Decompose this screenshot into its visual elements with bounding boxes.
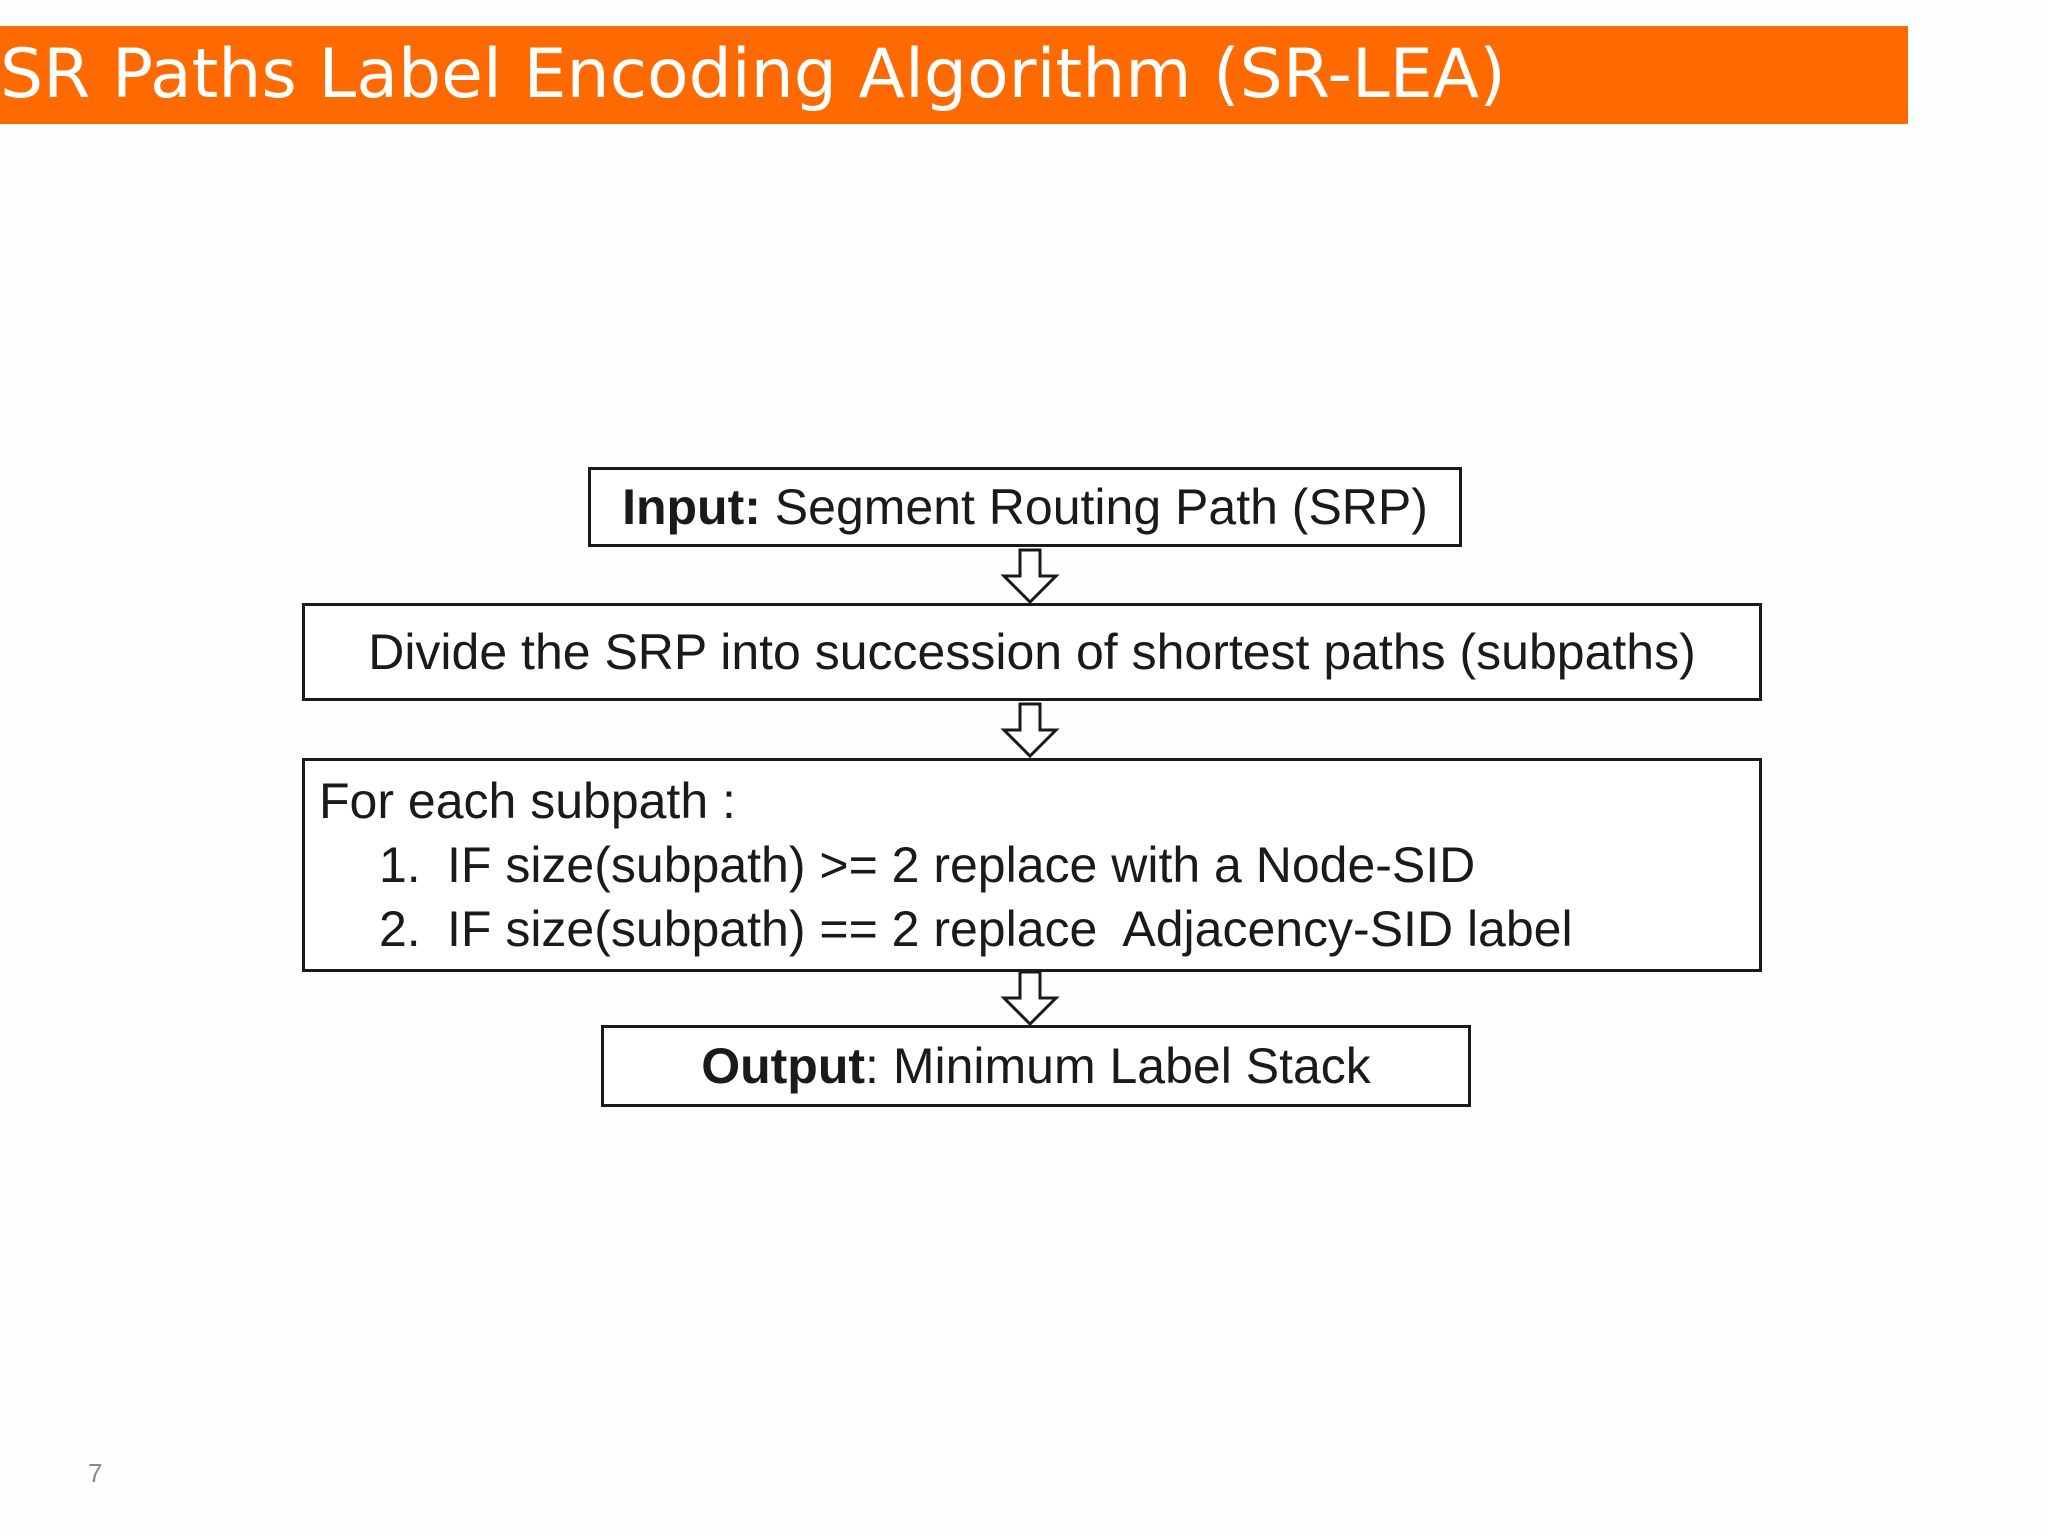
step-item: 1. IF size(subpath) >= 2 replace with a N… [319, 833, 1759, 897]
input-label: Input: [622, 479, 761, 535]
down-arrow-icon [1000, 970, 1060, 1026]
divide-text: Divide the SRP into succession of shorte… [368, 624, 1696, 680]
divide-box: Divide the SRP into succession of shorte… [302, 603, 1762, 701]
output-label: Output [701, 1038, 866, 1094]
down-arrow-icon [1000, 548, 1060, 604]
input-text: Segment Routing Path (SRP) [760, 479, 1428, 535]
for-each-box: For each subpath : 1. IF size(subpath) >=… [302, 758, 1762, 972]
output-box: Output: Minimum Label Stack [601, 1025, 1471, 1107]
step-number: 2. [379, 901, 421, 957]
step-text: IF size(subpath) == 2 replace Adjacency-… [447, 901, 1573, 957]
page-number: 7 [88, 1458, 103, 1488]
title-bar: SR Paths Label Encoding Algorithm (SR-LE… [0, 26, 1908, 124]
output-text: : Minimum Label Stack [865, 1038, 1371, 1094]
input-box: Input: Segment Routing Path (SRP) [588, 467, 1462, 547]
step-number: 1. [379, 837, 421, 893]
down-arrow-icon [1000, 702, 1060, 758]
slide-title: SR Paths Label Encoding Algorithm (SR-LE… [0, 35, 1506, 114]
step-text: IF size(subpath) >= 2 replace with a Nod… [447, 837, 1476, 893]
for-each-header: For each subpath : [319, 773, 736, 829]
step-item: 2. IF size(subpath) == 2 replace Adjacenc… [319, 897, 1759, 961]
